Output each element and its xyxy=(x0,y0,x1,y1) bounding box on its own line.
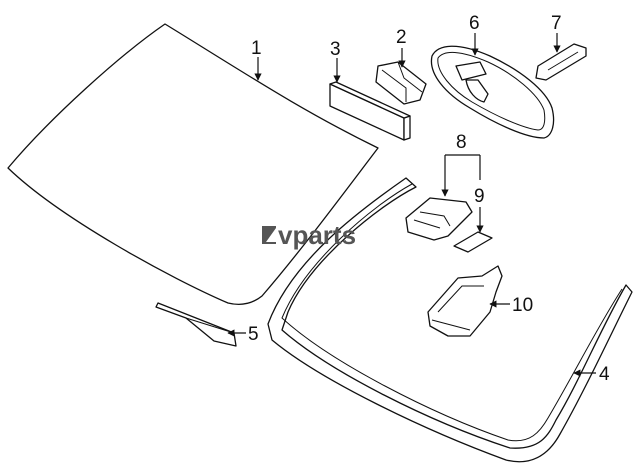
rearview-mirror[interactable] xyxy=(430,45,555,139)
bracket[interactable] xyxy=(375,61,427,105)
callout-9: 9 xyxy=(474,186,485,207)
callout-8: 8 xyxy=(456,132,467,153)
sensor-cover[interactable] xyxy=(427,265,503,337)
watermark: vparts xyxy=(262,220,356,250)
callout-6: 6 xyxy=(469,13,480,34)
windshield-molding[interactable] xyxy=(267,177,633,463)
watermark-logo-icon xyxy=(262,226,276,244)
sensor-assembly[interactable] xyxy=(405,197,473,241)
callout-3: 3 xyxy=(330,39,341,60)
callout-1: 1 xyxy=(251,38,262,59)
leader-lines xyxy=(227,33,596,377)
windshield-glass[interactable] xyxy=(7,23,379,305)
callout-7: 7 xyxy=(551,13,562,34)
callout-5: 5 xyxy=(248,324,259,345)
adhesive-pad[interactable] xyxy=(453,231,493,253)
callout-4: 4 xyxy=(599,364,610,385)
side-molding[interactable] xyxy=(155,302,237,347)
watermark-text: vparts xyxy=(278,220,356,250)
callout-10: 10 xyxy=(512,295,533,316)
callout-2: 2 xyxy=(396,27,407,48)
mirror-mount[interactable] xyxy=(535,43,587,81)
strip[interactable] xyxy=(329,81,411,141)
